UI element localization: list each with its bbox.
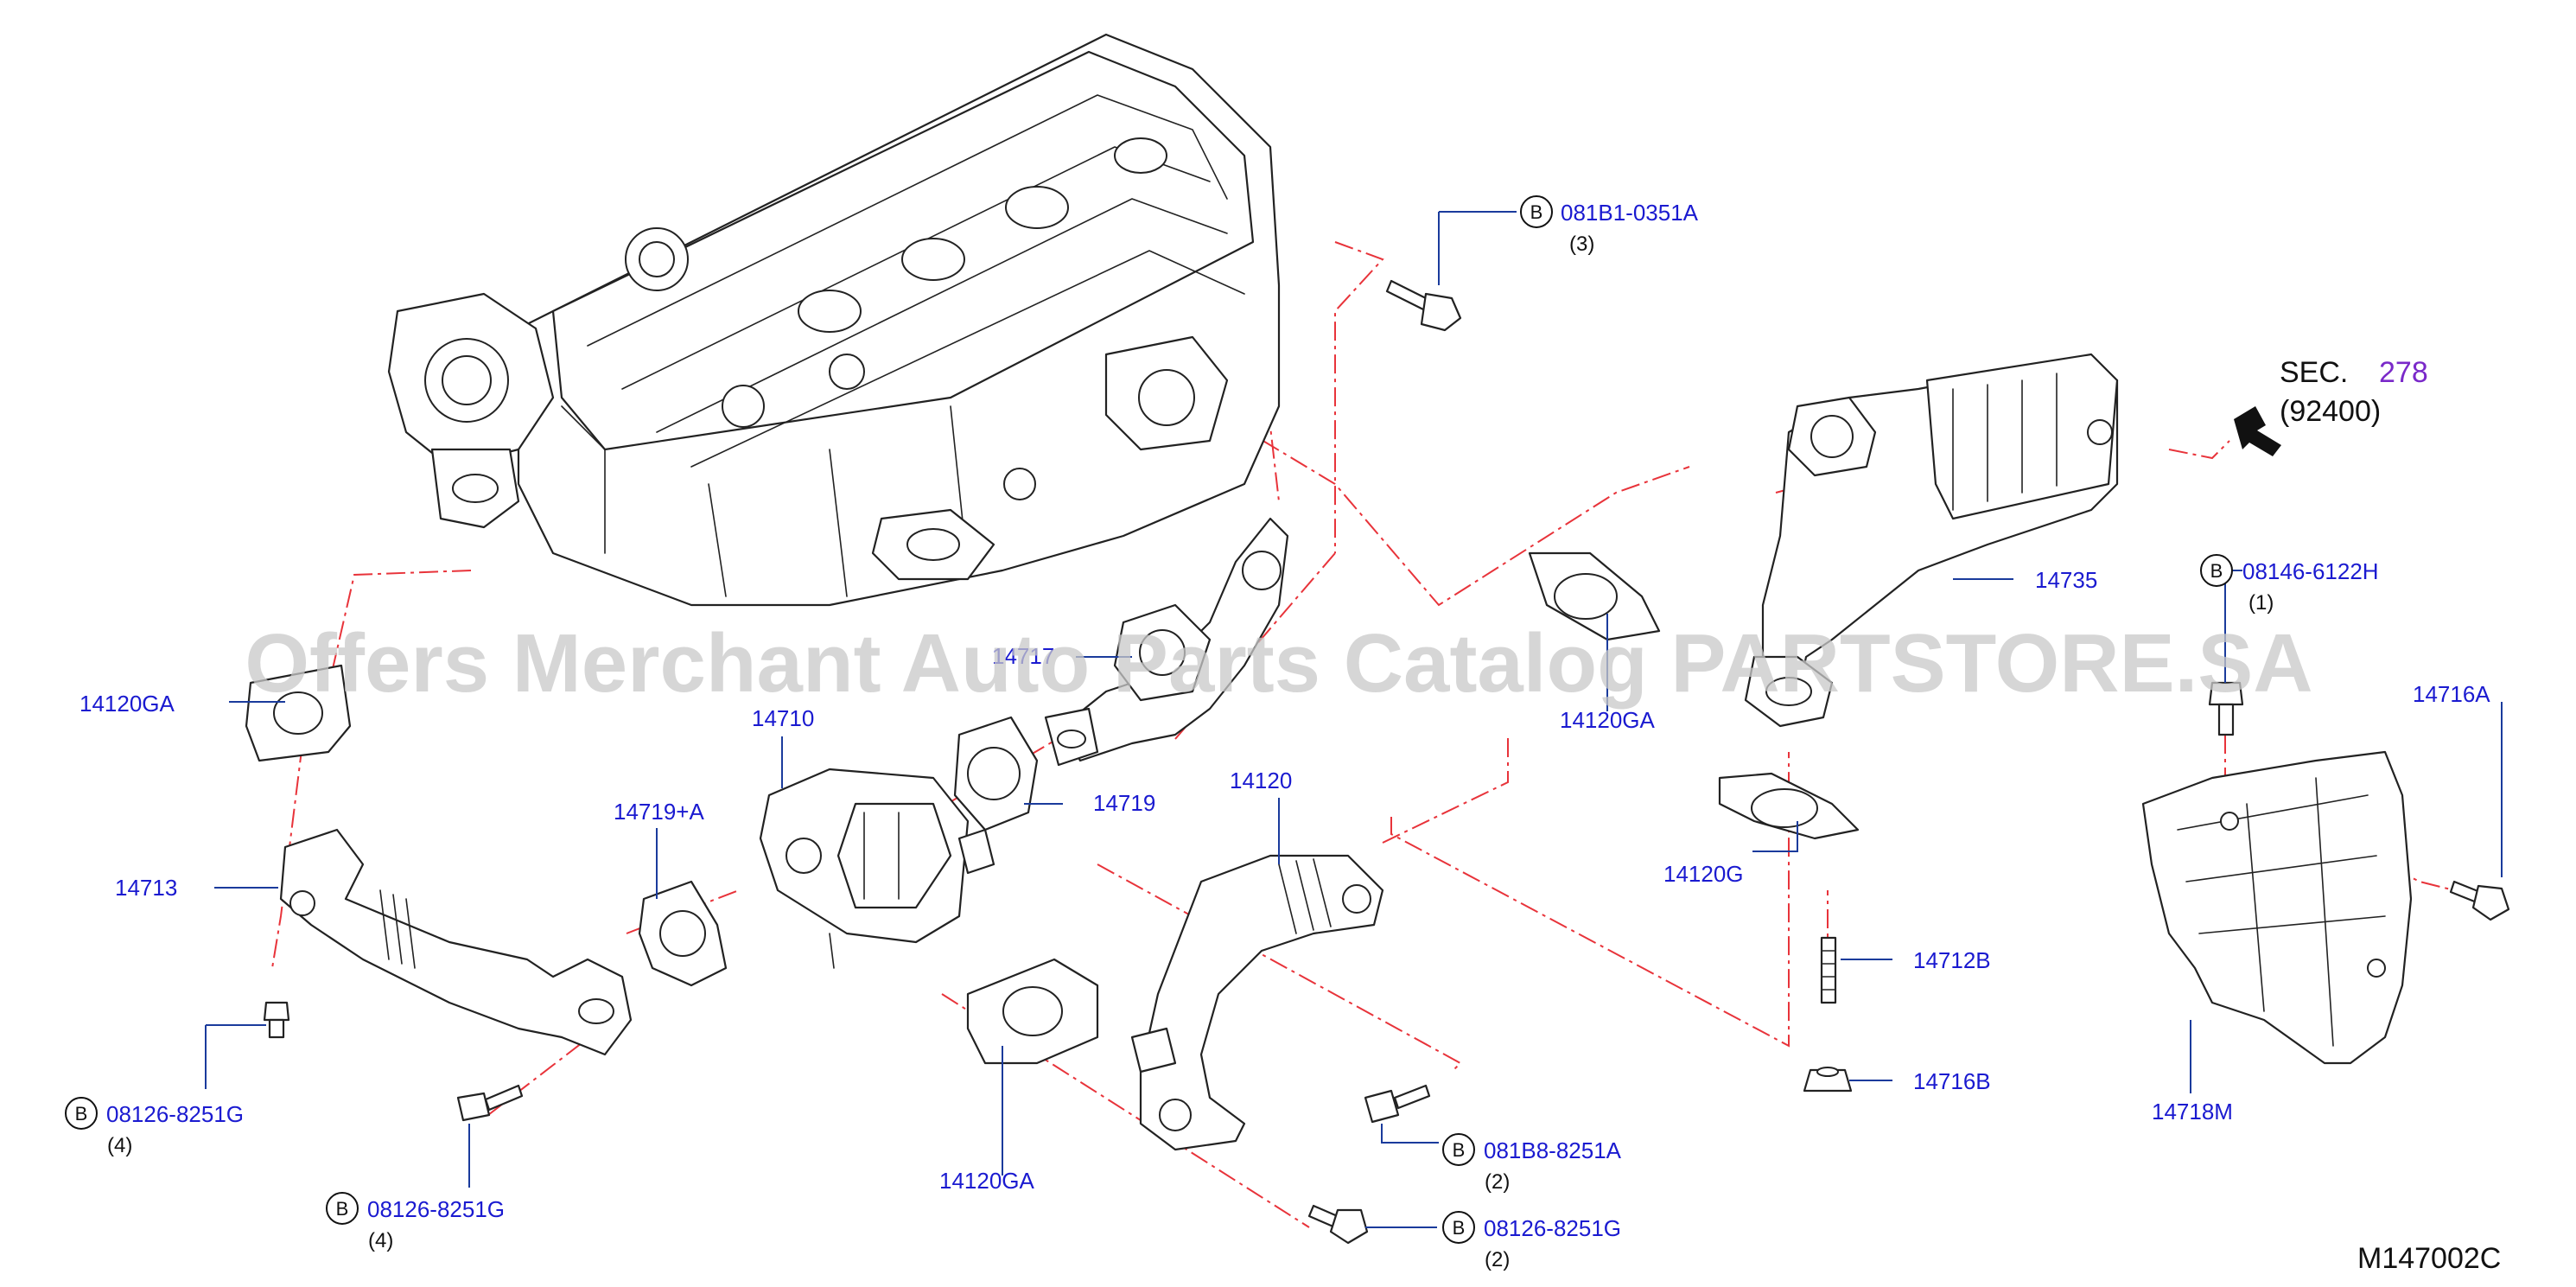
bolt-badge-icon <box>1442 1211 1475 1244</box>
egr-cooler-14735 <box>1744 353 2119 728</box>
bolt-qty: (2) <box>1485 1170 1510 1194</box>
gasket-14120G <box>1718 772 1860 840</box>
label-14120GA-right: 14120GA <box>1560 707 1656 733</box>
bolt-code: 08126-8251G <box>1484 1215 1621 1241</box>
leader-lines <box>205 211 2503 1228</box>
bolt-badge-letter: B <box>1530 201 1543 223</box>
gasket-14120GA-middle <box>966 958 1099 1065</box>
bolt-code: 081B1-0351A <box>1561 200 1699 226</box>
label-14716B: 14716B <box>1913 1068 1991 1094</box>
engine-cylinder-head <box>517 33 1281 607</box>
bolt-081B8-8251A <box>1364 1084 1431 1124</box>
bolt-badge-icon <box>2200 554 2233 587</box>
label-14716A: 14716A <box>2413 681 2490 707</box>
watermark: Offers Merchant Auto Parts Catalog PARTS… <box>245 617 2312 710</box>
bolt-badge-letter: B <box>1453 1139 1466 1161</box>
bolt-badge-letter: B <box>2210 560 2223 582</box>
nut-14716B <box>1803 1067 1853 1093</box>
bolt-badge-icon <box>65 1097 98 1130</box>
label-14120: 14120 <box>1230 768 1292 793</box>
intake-throttle-assembly <box>387 292 555 529</box>
egr-valve-14710 <box>759 768 995 969</box>
bolt-qty: (1) <box>2248 591 2274 615</box>
label-14719A: 14719+A <box>614 799 704 825</box>
gasket-14719A <box>638 880 728 987</box>
section-subref: (92400) <box>2280 395 2381 428</box>
label-14710: 14710 <box>752 705 814 731</box>
label-14719: 14719 <box>1093 790 1155 816</box>
label-14718M: 14718M <box>2152 1099 2233 1125</box>
bolt-callout-08126-8251G-right: B 08126-8251G (2) <box>1442 1211 1621 1271</box>
label-14120G: 14120G <box>1663 861 1744 887</box>
bolt-08126-8251G-right <box>1307 1204 1369 1245</box>
bolt-badge-letter: B <box>75 1103 88 1125</box>
bolt-code: 081B8-8251A <box>1484 1137 1622 1163</box>
bolt-callout-08146-6122H: B 08146-6122H (1) <box>2200 554 2379 615</box>
section-arrow-icon <box>2234 406 2281 456</box>
bolt-callout-081B1-0351A: B 081B1-0351A (3) <box>1520 195 1699 256</box>
bolt-qty: (2) <box>1485 1248 1510 1271</box>
bolt-08146-6122H <box>2208 681 2244 736</box>
gasket-14120GA-left <box>245 664 352 762</box>
diagram-code: M147002C <box>2357 1242 2501 1275</box>
label-14717: 14717 <box>992 643 1054 669</box>
bolt-qty: (4) <box>368 1229 393 1252</box>
bolt-callout-08126-8251G-bottom: B 08126-8251G (4) <box>326 1192 505 1252</box>
bolt-code: 08126-8251G <box>367 1196 505 1222</box>
egr-tube-14713 <box>279 828 633 1056</box>
label-14735: 14735 <box>2035 567 2097 593</box>
bolt-callout-081B8-8251A: B 081B8-8251A (2) <box>1442 1133 1622 1194</box>
bolt-badge-icon <box>326 1192 359 1225</box>
gasket-14120GA-right <box>1528 551 1661 641</box>
bolt-qty: (3) <box>1569 233 1594 256</box>
section-prefix: SEC. <box>2280 356 2348 389</box>
bolt-code: 08146-6122H <box>2242 558 2379 584</box>
part-labels: 14120GA 14713 14710 14719+A 14719 14717 … <box>80 567 2490 1194</box>
stud-14712B <box>1820 936 1837 1004</box>
egr-bracket-14717 <box>1044 517 1289 767</box>
bolt-08126-8251G-bottom <box>456 1084 524 1122</box>
gasket-14719 <box>953 716 1039 831</box>
heat-shield-14718M <box>2141 750 2413 1065</box>
bolt-callout-08126-8251G-left: B 08126-8251G (4) <box>65 1097 244 1157</box>
section-number: 278 <box>2379 356 2428 389</box>
label-14713: 14713 <box>115 875 177 901</box>
bolt-08126-8251G-left <box>263 1001 290 1039</box>
label-14120GA-middle: 14120GA <box>939 1168 1035 1194</box>
bolt-badge-letter: B <box>336 1198 349 1220</box>
bolt-badge-icon <box>1520 195 1553 228</box>
section-reference: SEC. 278 (92400) <box>2280 356 2428 428</box>
bolt-14716A <box>2449 880 2510 921</box>
label-14120GA-left: 14120GA <box>80 691 175 717</box>
egr-tube-14120 <box>1130 854 1384 1151</box>
bolt-code: 08126-8251G <box>106 1101 244 1127</box>
bolt-badge-letter: B <box>1453 1217 1466 1239</box>
label-14712B: 14712B <box>1913 947 1991 973</box>
bolt-qty: (4) <box>107 1134 132 1157</box>
bolt-badge-icon <box>1442 1133 1475 1166</box>
bolt-081B1-0351A <box>1385 279 1462 332</box>
